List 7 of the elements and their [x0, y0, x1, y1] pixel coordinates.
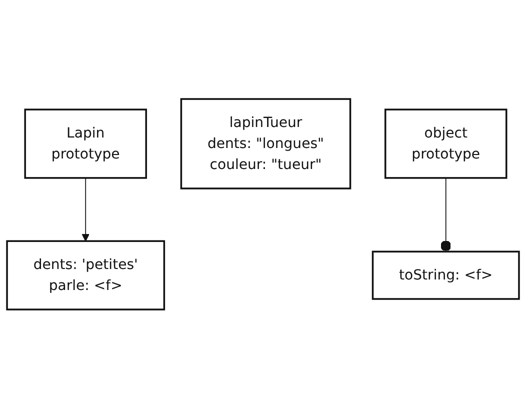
connector: [440, 178, 452, 252]
node-box: lapinTueur dents: "longues" couleur: "tueur": [180, 98, 352, 190]
node-box: Lapin prototype: [24, 108, 147, 180]
arrow: [82, 178, 90, 242]
node-box: dents: 'petites' parle: <f>: [6, 240, 166, 311]
node-box: object prototype: [384, 108, 508, 180]
node-box: toString: <f>: [372, 250, 520, 300]
